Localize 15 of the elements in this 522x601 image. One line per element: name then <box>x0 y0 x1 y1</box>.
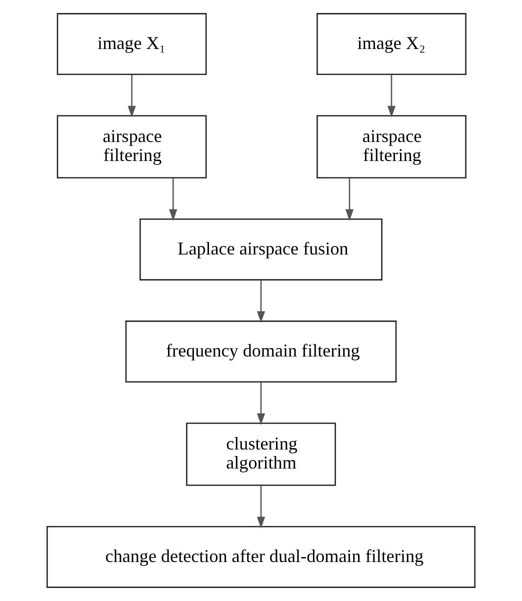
node-box: Laplace airspace fusion <box>140 218 382 280</box>
node-box: airspace filtering <box>56 115 207 178</box>
node-box: frequency domain filtering <box>125 320 397 383</box>
arrow <box>387 74 396 118</box>
node-box: image X₁ <box>56 13 207 76</box>
node-box: change detection after dual-domain filtering <box>46 526 476 588</box>
arrow <box>169 178 178 221</box>
node-box: airspace filtering <box>316 115 466 178</box>
arrow <box>256 486 266 528</box>
arrow <box>256 280 266 323</box>
arrow <box>345 178 354 221</box>
node-box: clustering algorithm <box>186 422 336 486</box>
arrow <box>256 382 266 426</box>
arrow <box>128 74 136 118</box>
node-box: image X₂ <box>316 13 466 76</box>
